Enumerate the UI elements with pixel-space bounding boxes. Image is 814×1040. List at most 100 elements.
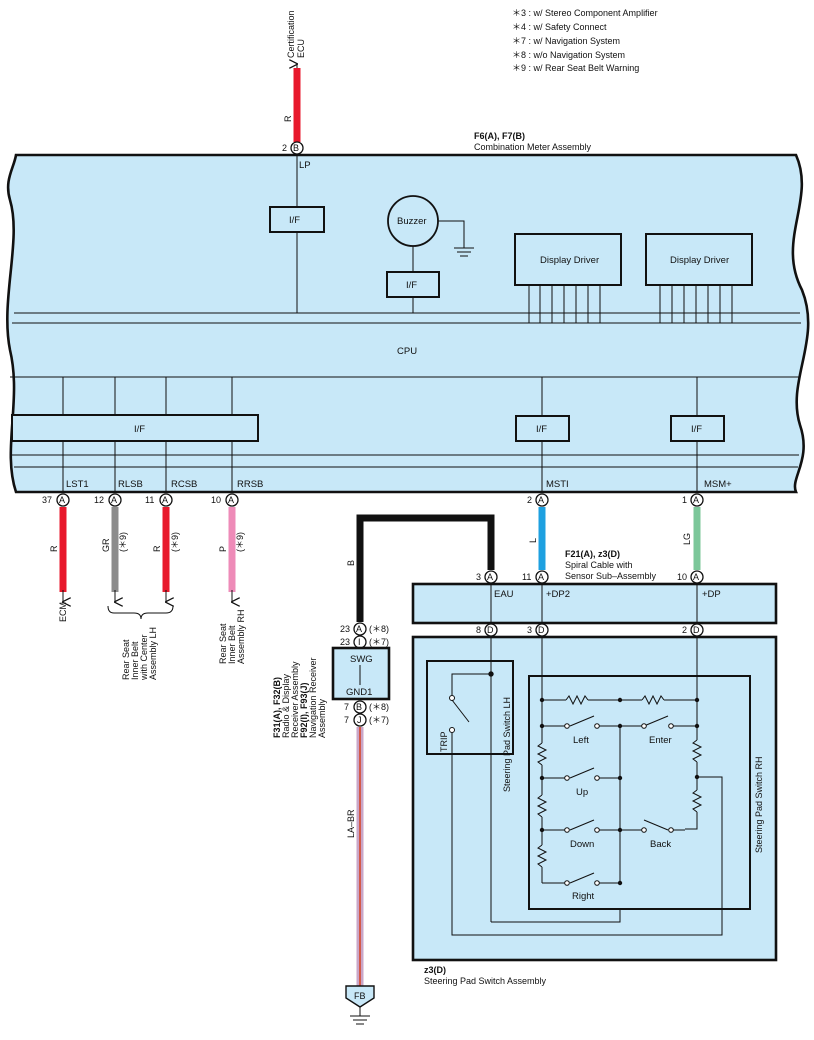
btn-down-label: Down xyxy=(570,839,594,850)
connector-letter: A xyxy=(487,572,493,582)
interface-box-msm xyxy=(670,415,725,442)
if-label-msm: I/F xyxy=(691,424,702,435)
if-label-belt: I/F xyxy=(134,424,145,435)
gnd-label: GND1 xyxy=(346,687,372,698)
radio-swg-unit: 23 A (＊8) 23 I (＊7) SWG GND1 7 B (＊8) 7 … xyxy=(272,622,391,738)
dest-rh-2: Inner Belt xyxy=(227,625,237,664)
if-label-msti: I/F xyxy=(536,424,547,435)
connector-letter: J xyxy=(357,715,362,725)
bracket xyxy=(107,605,174,620)
if-lines-left xyxy=(62,377,698,492)
note-8: ＊8 : w/o Navigation System xyxy=(512,50,625,60)
connector-b xyxy=(353,700,367,714)
wire-black-swg xyxy=(356,514,495,622)
spiral-top-pins: 3 A 11 A 10 A xyxy=(476,570,704,584)
interface-box-lp xyxy=(269,206,325,233)
pin-7b: 7 xyxy=(344,702,349,712)
if-label-lp: I/F xyxy=(289,215,300,226)
connector-letter: A xyxy=(693,572,699,582)
interface-box-msti xyxy=(515,415,570,442)
pin-8: 8 xyxy=(476,625,481,635)
belt-wires: R GR (＊9) R (＊9) P (＊9) ECM Rear Seat In… xyxy=(49,507,246,681)
display-driver-1-label: Display Driver xyxy=(540,255,599,266)
spiral-ref: F21(A), z3(D) xyxy=(565,549,620,559)
steering-pad-switch-lh xyxy=(426,660,514,755)
trip-label: TRIP xyxy=(439,731,449,752)
ground-icon xyxy=(454,247,474,257)
cpu-label: CPU xyxy=(397,346,417,357)
connector-letter: A xyxy=(162,495,168,505)
meter-ref: F6(A), F7(B) xyxy=(474,131,525,141)
spiral-cable-assembly xyxy=(411,582,778,625)
spiral-through-lines xyxy=(490,584,698,623)
swg-label: SWG xyxy=(350,654,373,665)
connector-letter: A xyxy=(228,495,234,505)
wire-color-gr: GR xyxy=(101,538,111,552)
note-8: (＊8) xyxy=(369,624,389,634)
connector-letter: A xyxy=(111,495,117,505)
dest-certification: Certification xyxy=(286,10,296,58)
swg-box xyxy=(331,646,391,701)
connector-letter: A xyxy=(356,624,362,634)
connector-a xyxy=(690,493,704,507)
pin-37: 37 xyxy=(42,495,52,505)
spiral-name-1: Spiral Cable with xyxy=(565,560,633,570)
radio-line-1: Radio & Display xyxy=(281,673,291,738)
dest-lh-2: Inner Belt xyxy=(130,641,140,680)
signal-dp: +DP xyxy=(702,589,721,600)
pin-11: 11 xyxy=(522,572,531,582)
pin-11: 11 xyxy=(145,495,154,505)
spiral-bottom-pins: 8 D 3 D 2 D xyxy=(476,623,704,637)
junction-dots xyxy=(539,697,700,886)
radio-line-3: F92(I), F93(J) xyxy=(299,682,309,738)
connector-letter: B xyxy=(293,143,299,153)
signal-lst1: LST1 xyxy=(66,479,89,490)
dest-ecm: ECM xyxy=(58,602,68,622)
pin-2d: 2 xyxy=(682,625,687,635)
display-driver-1 xyxy=(514,233,622,286)
display-driver-2-label: Display Driver xyxy=(670,255,729,266)
pin-3d: 3 xyxy=(527,625,532,635)
pin-10: 10 xyxy=(211,495,221,505)
connector-letter: I xyxy=(358,637,361,647)
connector-letter: A xyxy=(538,495,544,505)
connector-j xyxy=(353,713,367,727)
note-8b: (＊8) xyxy=(369,702,389,712)
btn-right-label: Right xyxy=(572,891,595,902)
buzzer-ground-line xyxy=(438,220,465,248)
note-3: ＊3 : w/ Stereo Component Amplifier xyxy=(512,8,658,18)
wire-color-r2: R xyxy=(152,545,162,552)
steering-pad-switch-rh xyxy=(528,675,751,910)
connector-letter: D xyxy=(487,625,494,635)
dest-lh-3: with Center xyxy=(139,634,149,681)
ground-icon xyxy=(350,1007,370,1025)
switch-lh-label: Steering Pad Switch LH xyxy=(502,697,512,792)
connector-letter: D xyxy=(538,625,545,635)
radio-line-4: Navigation Receiver xyxy=(308,657,318,738)
wire-color-lg: LG xyxy=(682,533,692,545)
certification-ecu-wire: Certification ECU R 2 B xyxy=(282,10,306,155)
connector-letter: A xyxy=(59,495,65,505)
wire-color-l: L xyxy=(528,538,538,543)
meter-name: Combination Meter Assembly xyxy=(474,142,592,152)
wire-note-9c: (＊9) xyxy=(235,532,245,552)
connector-a xyxy=(159,493,173,507)
dest-lh-4: Assembly LH xyxy=(148,627,158,680)
pin-2: 2 xyxy=(527,495,532,505)
dest-lh-1: Rear Seat xyxy=(121,639,131,680)
meter-pins: 37 A 12 A 11 A 10 A 2 A 1 A xyxy=(42,493,704,507)
wire-note-9b: (＊9) xyxy=(170,532,180,552)
wire-note-9: (＊9) xyxy=(118,532,128,552)
pin-10: 10 xyxy=(677,572,687,582)
signal-rcsb: RCSB xyxy=(171,479,197,490)
btn-left-label: Left xyxy=(573,735,589,746)
pin-number: 2 xyxy=(282,143,287,153)
signal-msti: MSTI xyxy=(546,479,569,490)
trip-switch xyxy=(449,637,723,936)
signal-dp2: +DP2 xyxy=(546,589,570,600)
radio-line-5: Assembly xyxy=(317,698,327,738)
switch-rh-label: Steering Pad Switch RH xyxy=(754,756,764,853)
connector-a xyxy=(56,493,70,507)
btn-up-label: Up xyxy=(576,787,588,798)
